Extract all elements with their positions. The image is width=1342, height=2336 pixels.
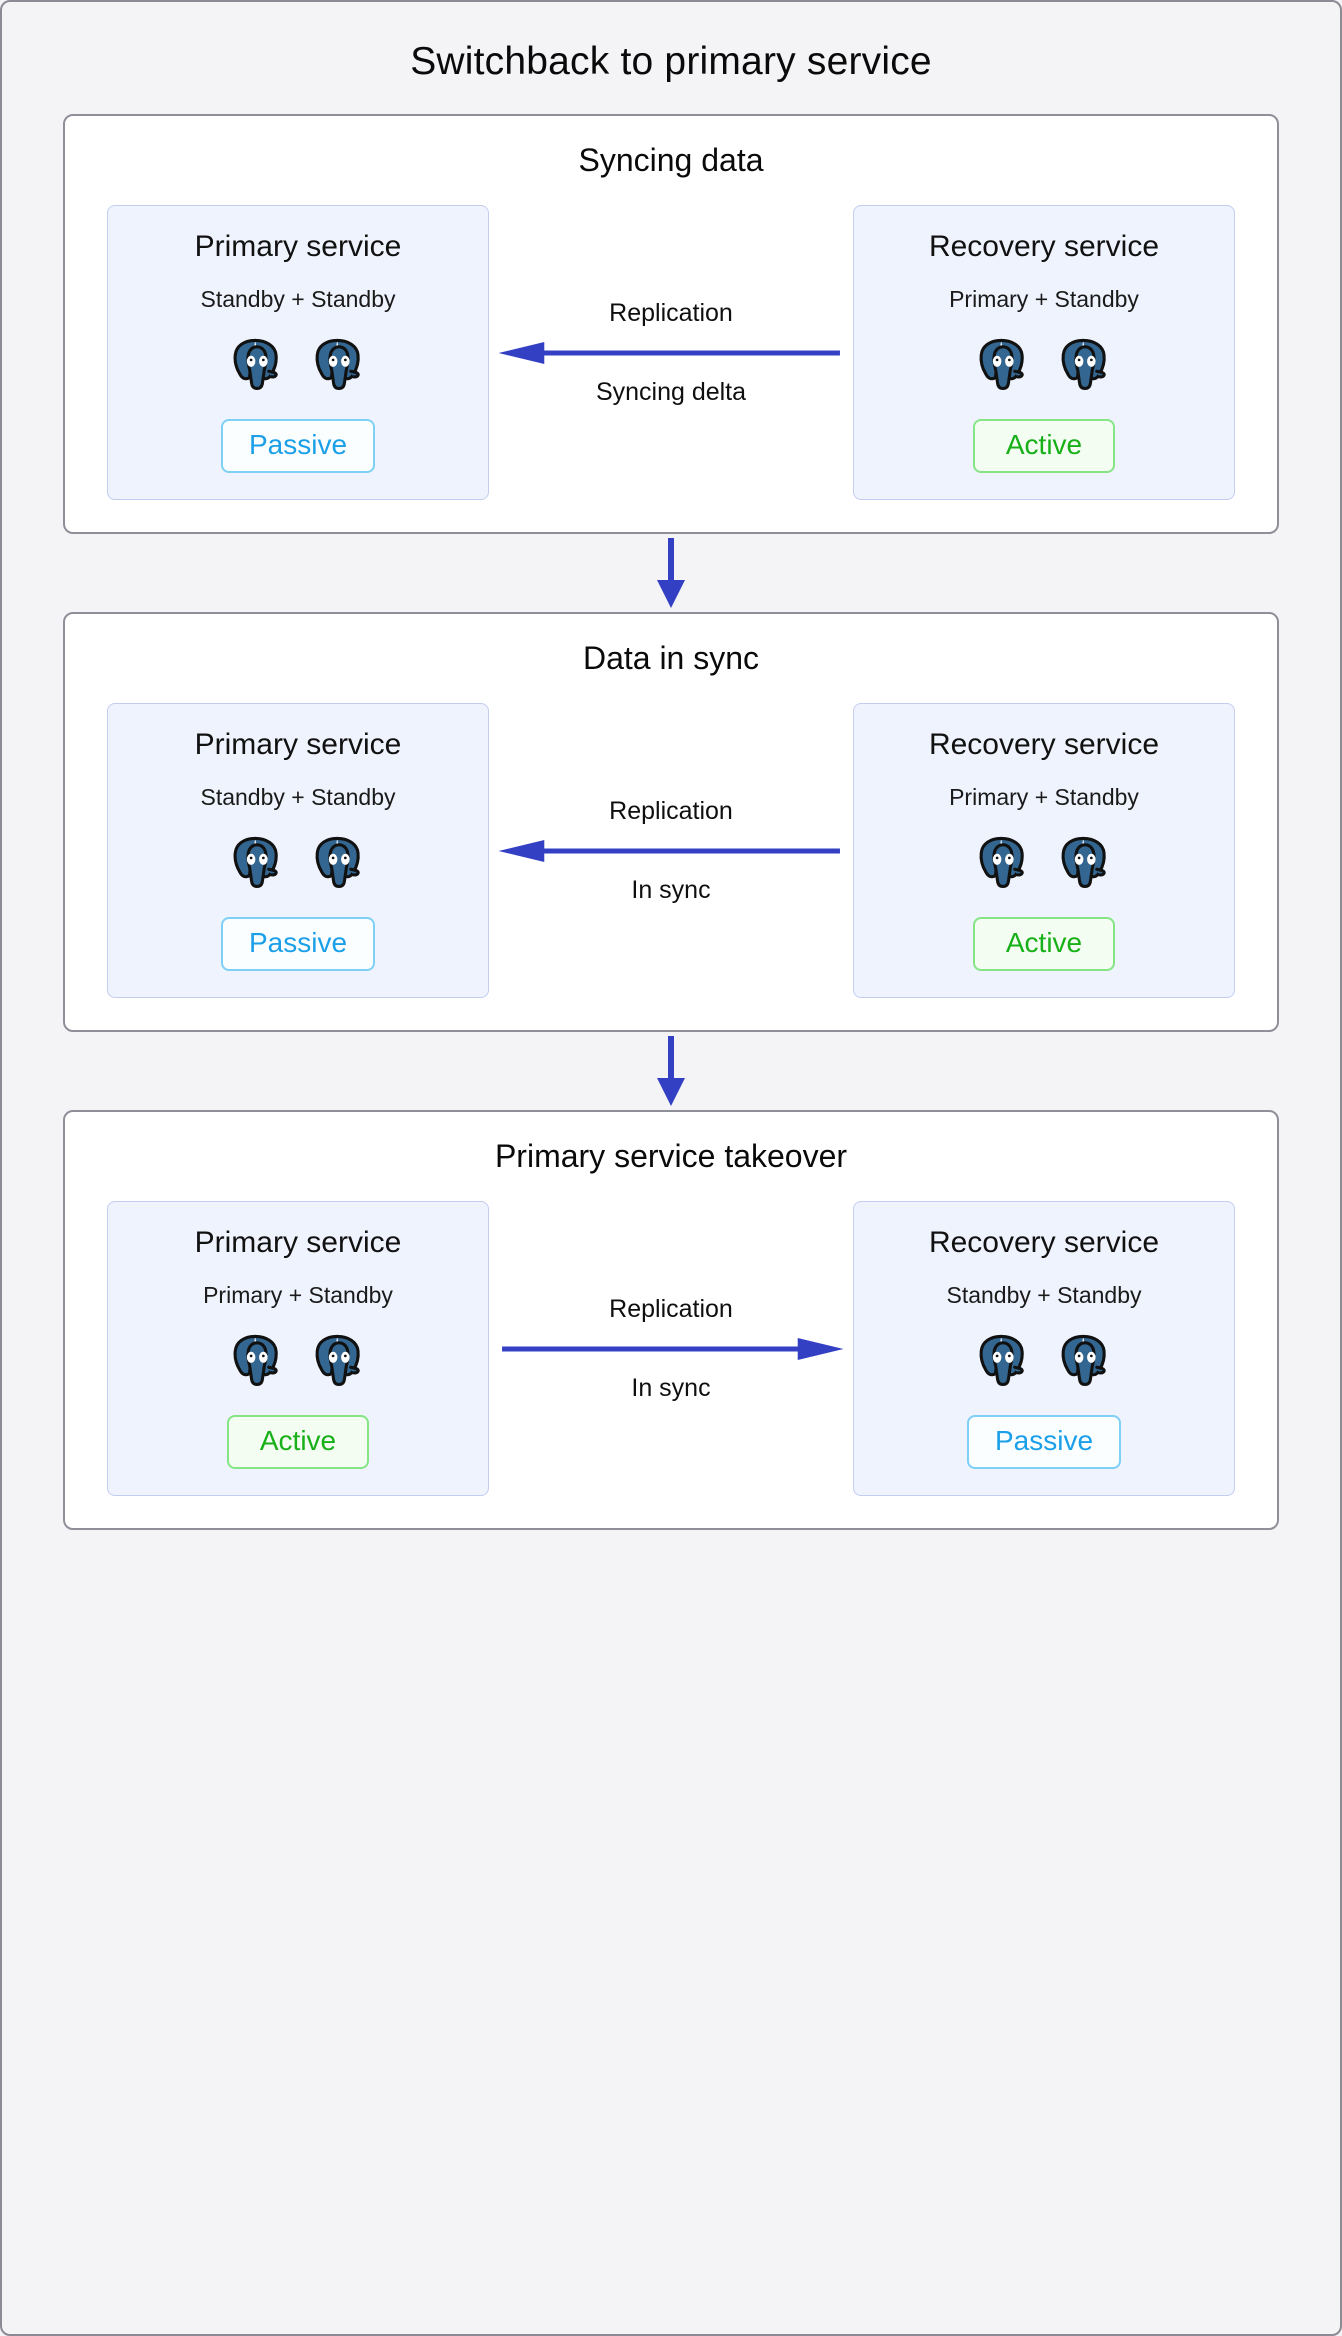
stage-connector — [654, 1032, 688, 1110]
stage-connector-down-arrow-icon — [657, 1036, 685, 1106]
postgresql-elephant-icon — [1061, 1334, 1106, 1387]
page-title: Switchback to primary service — [410, 40, 932, 83]
status-badge: Passive — [966, 1415, 1122, 1469]
status-badge: Active — [973, 419, 1115, 473]
replication-label-top: Replication — [609, 796, 733, 825]
postgresql-elephant-icon — [979, 836, 1024, 889]
service-name: Recovery service — [928, 230, 1160, 263]
service-topology: Standby + Standby — [946, 1282, 1142, 1308]
postgresql-elephant-icon — [315, 338, 360, 391]
database-node-row — [974, 1331, 1114, 1389]
database-node-row — [228, 1331, 368, 1389]
status-badge: Active — [227, 1415, 369, 1469]
service-topology: Primary + Standby — [949, 784, 1139, 810]
status-badge: Active — [973, 917, 1115, 971]
postgresql-elephant-icon — [979, 1334, 1024, 1387]
replication-label-top: Replication — [609, 1294, 733, 1323]
database-node-row — [974, 833, 1114, 891]
service-name: Recovery service — [928, 728, 1160, 761]
postgresql-elephant-icon — [315, 836, 360, 889]
postgresql-elephant-icon — [233, 836, 278, 889]
replication-label-top: Replication — [609, 298, 733, 327]
service-name: Primary service — [194, 728, 402, 761]
replication-connector: Replication In sync — [489, 703, 853, 998]
stage-connector-down-arrow-icon — [657, 538, 685, 608]
service-name: Primary service — [194, 230, 402, 263]
replication-label-bottom: In sync — [631, 1373, 711, 1402]
stage-title: Primary service takeover — [494, 1138, 848, 1174]
service-name: Primary service — [194, 1226, 402, 1259]
postgresql-elephant-icon — [315, 1334, 360, 1387]
service-name: Recovery service — [928, 1226, 1160, 1259]
stage-connector — [654, 534, 688, 612]
database-node-row — [974, 335, 1114, 393]
status-badge: Passive — [220, 917, 376, 971]
postgresql-elephant-icon — [979, 338, 1024, 391]
replication-label-bottom: In sync — [631, 875, 711, 904]
stage-title: Syncing data — [578, 142, 764, 178]
replication-arrow-left-icon — [498, 341, 847, 364]
replication-arrow-left-icon — [498, 839, 847, 862]
stage-title: Data in sync — [582, 640, 760, 676]
service-topology: Standby + Standby — [200, 784, 396, 810]
replication-label-bottom: Syncing delta — [595, 377, 747, 406]
service-topology: Primary + Standby — [203, 1282, 393, 1308]
database-node-row — [228, 833, 368, 891]
service-topology: Standby + Standby — [200, 286, 396, 312]
postgresql-elephant-icon — [233, 338, 278, 391]
status-badge: Passive — [220, 419, 376, 473]
replication-arrow-right-icon — [495, 1337, 844, 1360]
postgresql-elephant-icon — [1061, 836, 1106, 889]
database-node-row — [228, 335, 368, 393]
service-topology: Primary + Standby — [949, 286, 1139, 312]
postgresql-elephant-icon — [233, 1334, 278, 1387]
replication-connector: Replication In sync — [489, 1201, 853, 1496]
postgresql-elephant-icon — [1061, 338, 1106, 391]
